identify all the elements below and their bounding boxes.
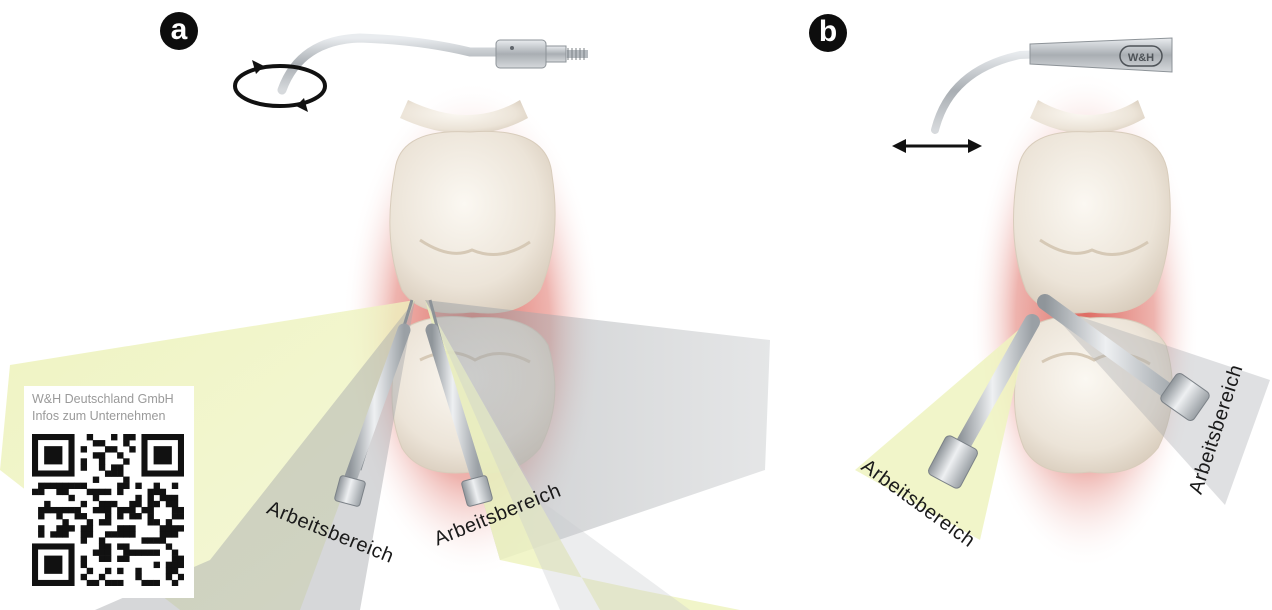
qr-code[interactable] [32,434,184,586]
brand-logo-text: W&H [1128,52,1154,64]
instrument-a-handpiece-tip [282,38,588,90]
tooth-b-upper [1014,131,1171,313]
qr-company-name: W&H Deutschland GmbH [32,392,174,406]
double-arrow-icon [892,139,982,153]
panel-b-badge: b [809,14,847,52]
qr-caption: Infos zum Unternehmen [32,409,165,423]
tooth-a-upper [390,131,555,313]
qr-card: W&H Deutschland GmbH Infos zum Unternehm… [24,386,194,598]
panel-a-badge: a [160,12,198,50]
